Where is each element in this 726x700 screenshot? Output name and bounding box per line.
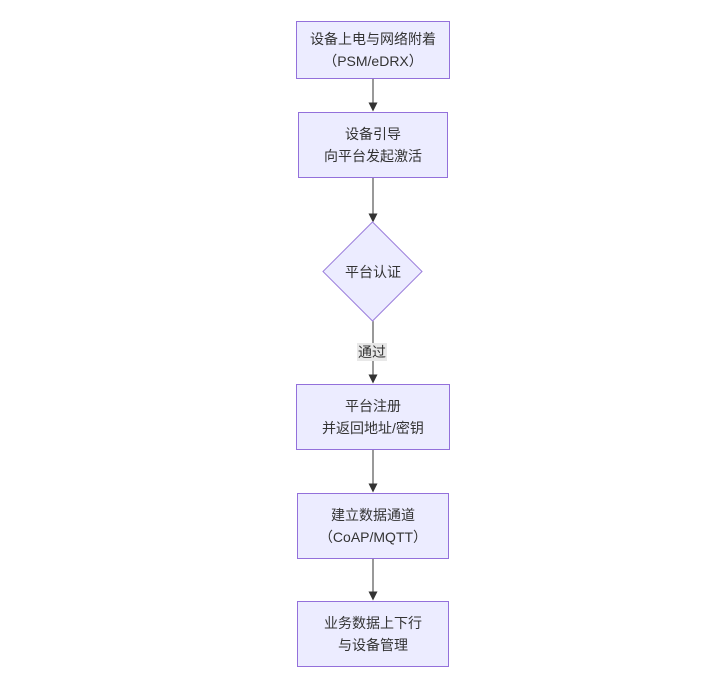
- node-data-channel: 建立数据通道 （CoAP/MQTT）: [297, 493, 449, 559]
- node-power-attach-line1: 设备上电与网络附着: [310, 31, 436, 47]
- node-platform-register-line2: 并返回地址/密钥: [322, 420, 424, 436]
- node-platform-register: 平台注册 并返回地址/密钥: [296, 384, 450, 450]
- decision-platform-auth: 平台认证: [322, 221, 424, 322]
- node-bootstrap-line1: 设备引导: [345, 126, 401, 142]
- node-power-attach-line2: （PSM/eDRX）: [323, 53, 423, 69]
- node-bootstrap: 设备引导 向平台发起激活: [298, 112, 448, 178]
- node-bootstrap-line2: 向平台发起激活: [324, 148, 422, 164]
- node-data-channel-line1: 建立数据通道: [331, 507, 415, 523]
- node-platform-register-line1: 平台注册: [345, 398, 401, 414]
- node-business-data: 业务数据上下行 与设备管理: [297, 601, 449, 667]
- node-power-attach: 设备上电与网络附着 （PSM/eDRX）: [296, 21, 450, 79]
- node-business-data-line1: 业务数据上下行: [324, 615, 422, 631]
- node-business-data-line2: 与设备管理: [338, 637, 408, 653]
- node-data-channel-line2: （CoAP/MQTT）: [318, 529, 428, 545]
- edge-label-pass: 通过: [357, 343, 387, 361]
- decision-platform-auth-label: 平台认证: [345, 264, 401, 280]
